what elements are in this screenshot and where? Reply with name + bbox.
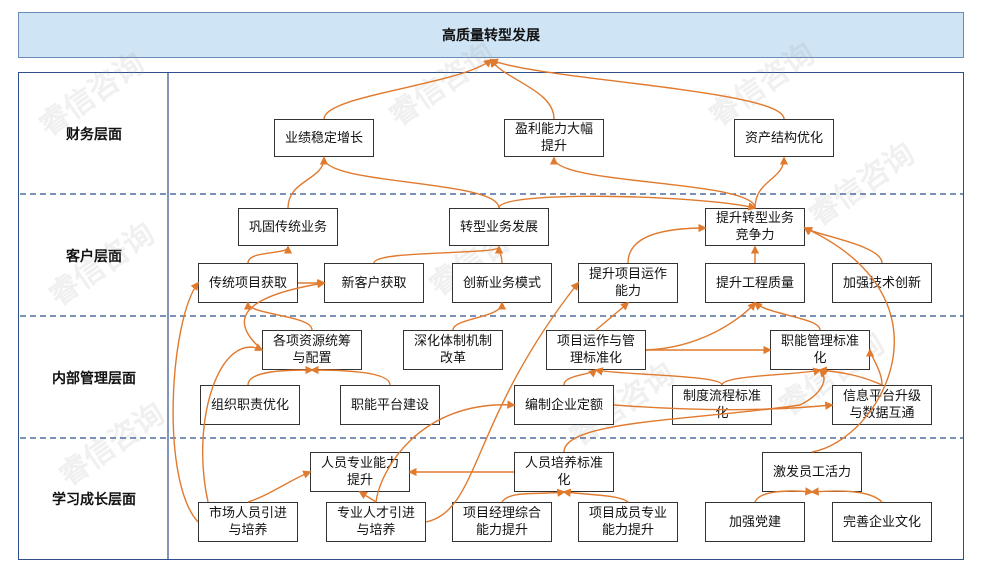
- node-profitability-increase: 盈利能力大幅 提升: [504, 119, 604, 157]
- node-new-customer-acquisition: 新客户获取: [324, 263, 424, 303]
- node-process-standardization: 制度流程标准 化: [672, 385, 772, 425]
- node-function-management-standardization: 职能管理标准 化: [770, 330, 870, 370]
- node-engineering-quality: 提升工程质量: [705, 263, 805, 303]
- row-label-finance: 财务层面: [66, 127, 122, 143]
- node-system-reform: 深化体制机制 改革: [403, 330, 503, 370]
- node-pm-capability: 项目经理综合 能力提升: [452, 502, 552, 542]
- node-technology-innovation: 加强技术创新: [832, 263, 932, 303]
- node-project-operation-capability: 提升项目运作 能力: [578, 263, 678, 303]
- node-professional-capability: 人员专业能力 提升: [310, 452, 410, 492]
- row-label-internal: 内部管理层面: [52, 371, 136, 387]
- node-project-management-standardization: 项目运作与管 理标准化: [546, 330, 646, 370]
- node-information-platform-upgrade: 信息平台升级 与数据互通: [832, 385, 932, 425]
- node-transformation-competitiveness: 提升转型业务 竞争力: [705, 208, 805, 246]
- row-label-customer: 客户层面: [66, 249, 122, 265]
- node-function-platform-construction: 职能平台建设: [340, 385, 440, 425]
- node-asset-structure-optimization: 资产结构优化: [734, 119, 834, 157]
- node-training-standardization: 人员培养标准 化: [514, 452, 614, 492]
- node-transformation-business-development: 转型业务发展: [449, 208, 549, 246]
- node-performance-growth: 业绩稳定增长: [274, 119, 374, 157]
- node-innovative-business-model: 创新业务模式: [452, 263, 552, 303]
- node-consolidate-traditional-business: 巩固传统业务: [238, 208, 338, 246]
- node-resource-coordination: 各项资源统筹 与配置: [262, 330, 362, 370]
- node-employee-motivation: 激发员工活力: [762, 452, 862, 492]
- node-professional-talent: 专业人才引进 与培养: [326, 502, 426, 542]
- node-party-building: 加强党建: [705, 502, 805, 542]
- row-label-learning: 学习成长层面: [52, 492, 136, 508]
- node-team-member-capability: 项目成员专业 能力提升: [578, 502, 678, 542]
- node-organization-optimization: 组织职责优化: [200, 385, 300, 425]
- node-marketing-talent: 市场人员引进 与培养: [198, 502, 298, 542]
- node-traditional-project-acquisition: 传统项目获取: [198, 263, 298, 303]
- node-enterprise-quota: 编制企业定额: [514, 385, 614, 425]
- page-title: 高质量转型发展: [18, 12, 964, 58]
- node-corporate-culture: 完善企业文化: [832, 502, 932, 542]
